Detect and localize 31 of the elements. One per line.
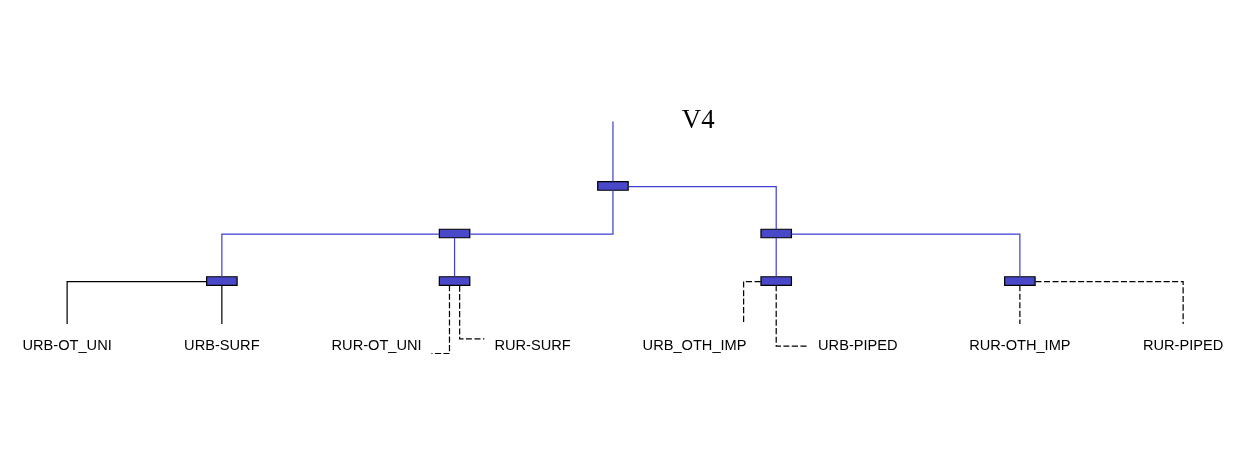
connector — [221, 233, 440, 278]
node-text: URB-OT_UNI — [22, 336, 112, 353]
node-text: RUR-PIPED — [1142, 336, 1224, 353]
connector — [1019, 284, 1021, 325]
connector — [430, 284, 451, 355]
connector — [790, 233, 1021, 278]
connector — [775, 237, 777, 278]
node-bar — [597, 181, 629, 191]
connector — [66, 281, 208, 325]
connector — [1034, 281, 1184, 325]
node-bar — [1004, 276, 1036, 286]
connector — [775, 284, 810, 347]
connector — [221, 284, 223, 325]
connector — [459, 284, 485, 340]
node-text: RUR-OTH_IMP — [969, 336, 1071, 353]
node-bar — [206, 276, 238, 286]
node-bar — [760, 276, 793, 286]
node-text: URB-PIPED — [818, 336, 898, 353]
node-text: URB-SURF — [184, 336, 260, 353]
connector — [612, 120, 614, 183]
node-bar — [438, 276, 471, 286]
node-text: RUR-SURF — [494, 336, 571, 353]
label: V4 — [681, 103, 715, 134]
connector — [743, 281, 762, 325]
connector — [469, 189, 614, 235]
connector — [453, 237, 456, 278]
connector — [628, 186, 777, 230]
node-bar — [438, 228, 471, 239]
node-text: URB_OTH_IMP — [642, 336, 747, 353]
node-bar — [760, 228, 793, 239]
node-text: RUR-OT_UNI — [331, 336, 422, 353]
